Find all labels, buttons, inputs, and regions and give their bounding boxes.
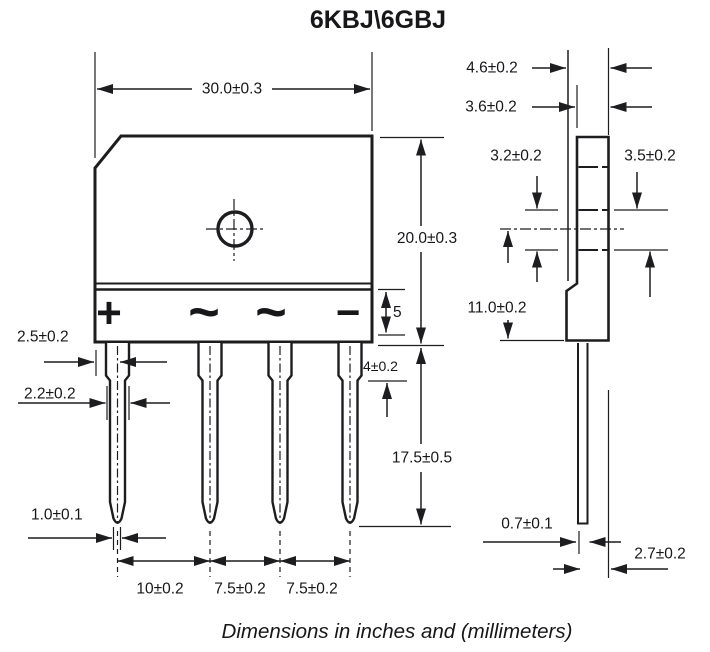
dim-overall-depth: 4.6±0.2 bbox=[466, 48, 652, 135]
dim-label-lead-offset: 2.7±0.2 bbox=[634, 546, 686, 563]
side-hidden-lines bbox=[578, 166, 608, 251]
dim-label-body-depth: 3.6±0.2 bbox=[465, 99, 517, 116]
dim-label-lead-shoulder: 4±0.2 bbox=[363, 358, 398, 374]
dim-label-hole-front: 3.2±0.2 bbox=[490, 148, 542, 165]
front-leads bbox=[104, 343, 363, 524]
part-number-title: 6KBJ\6GBJ bbox=[310, 6, 446, 34]
dim-hole-center-to-base: 11.0±0.2 bbox=[467, 231, 564, 342]
dim-body-width: 30.0±0.3 bbox=[94, 52, 373, 158]
dim-hole-back: 3.5±0.2 bbox=[614, 148, 676, 297]
dim-label-lead-length: 17.5±0.5 bbox=[392, 450, 452, 467]
lead-1-outline bbox=[104, 343, 131, 524]
dim-label-overall-depth: 4.6±0.2 bbox=[466, 60, 518, 77]
dim-body-height: 20.0±0.3 bbox=[378, 136, 457, 347]
dim-label-lead-thickness: 0.7±0.1 bbox=[501, 516, 553, 533]
front-body bbox=[93, 134, 374, 344]
dim-label-hole-center-to-base: 11.0±0.2 bbox=[467, 300, 526, 317]
lead-4-outline bbox=[337, 343, 363, 524]
dim-label-pitch-2: 7.5±0.2 bbox=[214, 581, 266, 598]
plus-terminal-symbol: + bbox=[96, 289, 122, 338]
dim-label-pitch-1: 10±0.2 bbox=[136, 581, 183, 598]
dim-label-body-width: 30.0±0.3 bbox=[202, 81, 262, 98]
dim-label-base-height: 5 bbox=[393, 304, 402, 321]
ac-terminal-symbol-1: ~ bbox=[188, 282, 220, 342]
dim-lead-length: 17.5±0.5 bbox=[359, 348, 452, 528]
ac-terminal-symbol-2: ~ bbox=[255, 282, 287, 342]
side-view: 4.6±0.2 3.6±0.2 3.2±0.2 3.5±0.2 bbox=[465, 48, 686, 578]
dim-lead-width-upper: 2.2±0.2 bbox=[18, 386, 170, 420]
dim-label-lead-width-upper: 2.2±0.2 bbox=[24, 386, 76, 403]
dim-lead-width-tip: 1.0±0.1 bbox=[28, 507, 166, 550]
dim-lead-shoulder: 4±0.2 bbox=[363, 358, 407, 417]
lead-3-outline bbox=[267, 343, 293, 524]
dim-label-lead-width-tip: 1.0±0.1 bbox=[31, 507, 83, 524]
dim-lead-thickness: 0.7±0.1 bbox=[483, 516, 621, 547]
dim-lead-pitches: 10±0.2 7.5±0.2 7.5±0.2 bbox=[116, 531, 351, 598]
dim-hole-front: 3.2±0.2 bbox=[490, 148, 558, 282]
dim-base-height: 5 bbox=[378, 288, 405, 336]
lead-2-outline bbox=[197, 343, 223, 524]
units-caption: Dimensions in inches and (millimeters) bbox=[222, 620, 573, 643]
side-body-outline bbox=[565, 135, 610, 342]
dim-body-depth: 3.6±0.2 bbox=[465, 85, 652, 128]
dim-edge-to-lead: 2.5±0.2 bbox=[17, 329, 167, 376]
minus-terminal-symbol: − bbox=[336, 289, 361, 336]
dim-lead-offset: 2.7±0.2 bbox=[553, 546, 686, 574]
dim-label-body-height: 20.0±0.3 bbox=[397, 230, 457, 247]
dim-label-hole-back: 3.5±0.2 bbox=[624, 148, 676, 165]
front-view: + ~ ~ − 30.0±0.3 bbox=[17, 52, 457, 598]
side-lead-outline bbox=[577, 343, 589, 525]
dim-label-pitch-3: 7.5±0.2 bbox=[286, 581, 338, 598]
dim-label-edge-to-lead: 2.5±0.2 bbox=[17, 329, 69, 346]
terminal-markings: + ~ ~ − bbox=[96, 282, 360, 342]
